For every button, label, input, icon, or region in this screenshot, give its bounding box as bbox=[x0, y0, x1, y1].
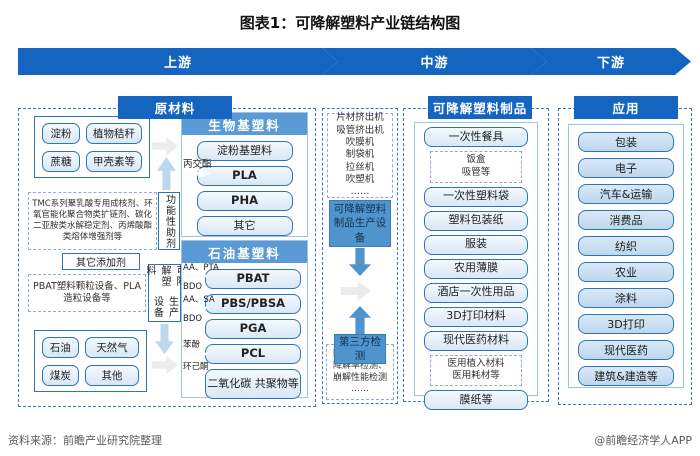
feed-aa-sa-label: AA、SA bbox=[183, 295, 215, 305]
app-building-construction: 建筑&建造等 bbox=[578, 366, 674, 386]
app-agriculture: 农业 bbox=[578, 262, 674, 282]
app-modern-medicine: 现代医药 bbox=[578, 340, 674, 360]
source-sucrose: 蔗糖 bbox=[42, 150, 80, 172]
app-textiles: 纺织 bbox=[578, 236, 674, 256]
petro-plastic-pcl: PCL bbox=[205, 344, 301, 364]
petro-plastic-pbs-pbsa: PBS/PBSA bbox=[205, 294, 301, 314]
arrow-feed-pbs-icon bbox=[183, 303, 209, 313]
petro-plastics-box: 石油基塑料 PBAT PBS/PBSA PGA PCL 二氧化碳 共聚物等 bbox=[181, 240, 308, 399]
arrow-feed-pbat-icon bbox=[183, 271, 209, 281]
app-coatings: 涂料 bbox=[578, 288, 674, 308]
medical-sub-box: 医用植入材料 医用耗材等 bbox=[430, 354, 522, 387]
feed-cyclohexanone-label: 环己酮 bbox=[183, 362, 209, 372]
sub-medical-implant: 医用植入材料 bbox=[447, 357, 505, 369]
product-clothing: 服装 bbox=[424, 234, 528, 255]
petro-plastic-pga: PGA bbox=[205, 319, 301, 339]
petro-plastics-header: 石油基塑料 bbox=[182, 241, 307, 263]
bio-sources-box: 淀粉 植物秸秆 蔗糖 甲壳素等 bbox=[34, 116, 150, 178]
equipment-detail: PBAT塑料颗粒设备、PLA造粒设备等 bbox=[28, 274, 146, 312]
tableware-sub-box: 饭盒 吸管等 bbox=[430, 151, 522, 183]
sub-straws: 吸管等 bbox=[461, 166, 491, 178]
petro-plastic-pbat: PBAT bbox=[205, 269, 301, 289]
arrow-feed-pcl-icon bbox=[183, 349, 209, 359]
machine-item: 吹膜机 bbox=[345, 136, 375, 148]
upstream-header: 原材料 bbox=[118, 96, 232, 119]
chevron-upstream: 上游 bbox=[18, 48, 338, 75]
machine-item: 拉丝机 bbox=[345, 161, 375, 173]
product-plastic-wrap: 塑料包装纸 bbox=[424, 210, 528, 231]
product-film-paper: 膜纸等 bbox=[424, 390, 528, 411]
midstream-header: 可降解塑料制品 bbox=[428, 96, 532, 119]
feed-bdo2-label: BDO bbox=[183, 314, 203, 324]
source-starch: 淀粉 bbox=[42, 122, 80, 144]
product-hotel-disposables: 酒店一次性用品 bbox=[424, 282, 528, 303]
feed-bdo1-label: BDO bbox=[183, 282, 203, 292]
credit-note: @前瞻经济学人APP bbox=[594, 434, 692, 447]
sub-lunchbox: 饭盒 bbox=[466, 154, 486, 165]
bio-plastic-pla: PLA bbox=[196, 166, 293, 186]
test-item: 降解率检测、 bbox=[332, 360, 387, 371]
product-medical-materials: 现代医药材料 bbox=[424, 330, 528, 351]
equipment-label-col1: 可降解塑料 bbox=[144, 265, 185, 287]
machines-list-box: 片材挤出机 吸管挤出机 吹膜机 制袋机 拉丝机 吹塑机 …… bbox=[327, 112, 393, 198]
source-plant-straw: 植物秸秆 bbox=[86, 122, 142, 144]
bio-plastic-starch-based: 淀粉基塑料 bbox=[196, 141, 293, 161]
feed-aa-pta-label: AA、PTA bbox=[183, 263, 219, 273]
source-other: 其他 bbox=[84, 364, 140, 386]
page-title: 图表1：可降解塑料产业链结构图 bbox=[239, 14, 461, 32]
chevron-downstream: 下游 bbox=[531, 48, 691, 75]
source-chitin: 甲壳素等 bbox=[86, 150, 142, 172]
app-consumer-goods: 消费品 bbox=[578, 210, 674, 230]
functional-additives-label: 功能性助剂 bbox=[158, 192, 180, 250]
bio-plastic-pha: PHA bbox=[196, 191, 293, 211]
downstream-header: 应用 bbox=[574, 96, 678, 119]
machine-item: 吹塑机 bbox=[345, 174, 375, 186]
products-equipment-label: 可降解塑料制品生产设备 bbox=[329, 200, 391, 247]
third-party-testing-label: 第三方检测 bbox=[334, 334, 386, 364]
test-item: 崩解性能检测 bbox=[332, 372, 387, 383]
equipment-label-col2: 生产设备 bbox=[151, 296, 178, 319]
product-disposable-tableware: 一次性餐具 bbox=[424, 127, 528, 147]
machine-item: 片材挤出机 bbox=[336, 112, 384, 124]
product-3d-printing-materials: 3D打印材料 bbox=[424, 306, 528, 327]
sub-medical-consumables: 医用耗材等 bbox=[452, 370, 500, 382]
equipment-label: 可降解塑料 生产设备 bbox=[144, 264, 185, 322]
source-note: 资料来源：前瞻产业研究院整理 bbox=[8, 434, 162, 447]
app-packaging: 包装 bbox=[578, 132, 674, 152]
app-auto-transport: 汽车&运输 bbox=[578, 184, 674, 204]
equipment-column-section bbox=[322, 108, 398, 404]
test-item: …… bbox=[351, 384, 369, 395]
functional-additives-detail: TMC系列聚乳酸专用成核剂、环氧官能化聚合物类扩链剂、碳化二亚胺类水解稳定剂、丙… bbox=[28, 192, 157, 250]
source-petroleum: 石油 bbox=[41, 336, 79, 358]
machine-item: …… bbox=[350, 186, 370, 198]
source-natural-gas: 天然气 bbox=[84, 336, 140, 358]
feed-phenol-label: 苯酚 bbox=[183, 340, 201, 350]
source-coal: 煤炭 bbox=[41, 364, 79, 386]
machine-item: 制袋机 bbox=[345, 149, 375, 161]
app-3d-printing: 3D打印 bbox=[578, 314, 674, 334]
product-disposable-bags: 一次性塑料袋 bbox=[424, 186, 528, 207]
machine-item: 吸管挤出机 bbox=[336, 124, 384, 136]
bio-plastic-other: 其它 bbox=[196, 216, 293, 236]
other-additives-box: 其它添加剂 bbox=[62, 253, 140, 270]
app-electronics: 电子 bbox=[578, 158, 674, 178]
fossil-sources-box: 石油 天然气 煤炭 其他 bbox=[34, 330, 147, 392]
petro-plastic-co2-copolymer: 二氧化碳 共聚物等 bbox=[205, 369, 301, 399]
lactide-label: 丙交酯 bbox=[183, 159, 212, 170]
arrow-lactide-icon bbox=[183, 168, 211, 179]
chevron-midstream: 中游 bbox=[322, 48, 547, 75]
product-agricultural-film: 农用薄膜 bbox=[424, 258, 528, 279]
